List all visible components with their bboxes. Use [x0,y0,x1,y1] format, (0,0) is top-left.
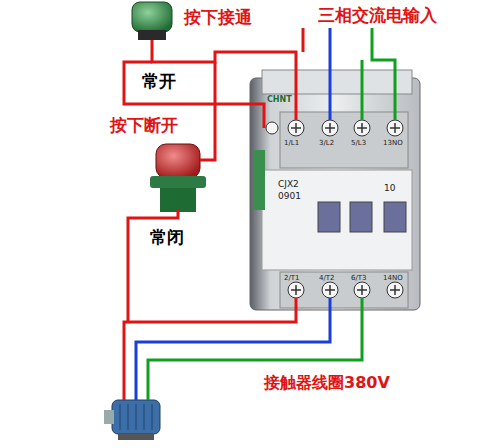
terminal-label: 4/T2 [319,275,335,283]
model-label: CJX2 [278,180,299,190]
terminal-label: 2/T1 [284,275,300,283]
terminal-label: 5/L3 [351,140,366,148]
coil-label: 接触器线圈380V [262,374,392,392]
model-label: 0901 [278,192,301,202]
terminal-label: 1/L1 [284,140,299,148]
instruction-label: 三相交流电输入 [316,6,439,25]
phase-wire [302,28,305,52]
brand-label: CHNT [267,96,292,105]
phase-wire [329,28,332,120]
control-wire [124,40,296,322]
contact-label: 常开 [140,72,178,91]
stop-button [150,144,206,212]
model-label: 10 [384,184,395,194]
terminal-label: 13NO [383,140,403,148]
terminal-label: 14NO [383,275,403,283]
terminal-label: 6/T3 [351,275,367,283]
motor [104,400,160,440]
start-button [132,2,172,40]
phase-wire [362,28,395,120]
contact-label: 常闭 [148,228,186,247]
terminal-label: 3/L2 [319,140,334,148]
instruction-label: 按下断开 [108,116,180,135]
instruction-label: 按下接通 [182,8,254,27]
